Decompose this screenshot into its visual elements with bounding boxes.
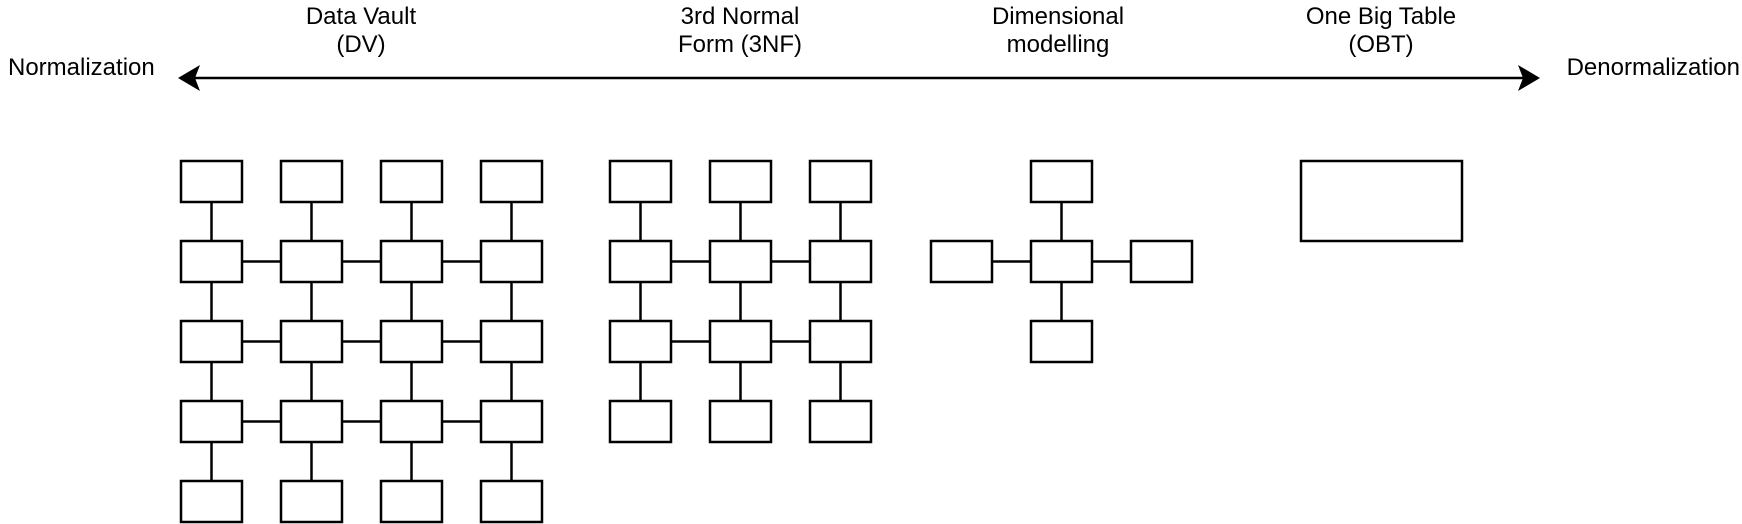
data-vault-schema-box xyxy=(479,479,544,524)
3nf-schema-box xyxy=(608,239,673,284)
label-one-big-table-line2: (OBT) xyxy=(1348,31,1414,58)
data-vault-schema-box xyxy=(379,239,444,284)
label-one-big-table: One Big Table (OBT) xyxy=(1231,3,1531,59)
label-dimensional-modelling-line1: Dimensional xyxy=(991,3,1125,30)
3nf-schema-box xyxy=(608,399,673,444)
data-vault-schema-box xyxy=(379,319,444,364)
data-vault-schema-box xyxy=(279,319,344,364)
data-vault-schema-box xyxy=(379,159,444,204)
label-third-normal-form: 3rd Normal Form (3NF) xyxy=(590,3,890,59)
data-vault-schema-box xyxy=(279,479,344,524)
data-vault-schema-box xyxy=(179,239,244,284)
data-vault-schema-box xyxy=(379,399,444,444)
3nf-schema-box xyxy=(808,319,873,364)
data-vault-schema-box xyxy=(279,159,344,204)
3nf-schema-box xyxy=(608,159,673,204)
data-vault-schema-box xyxy=(179,399,244,444)
label-data-vault-line1: Data Vault xyxy=(305,3,417,30)
3nf-schema-box xyxy=(808,159,873,204)
3nf-schema-box xyxy=(608,319,673,364)
3nf-schema-box xyxy=(708,239,773,284)
data-vault-schema-box xyxy=(479,399,544,444)
data-vault-schema-box xyxy=(479,239,544,284)
data-vault-schema-box xyxy=(479,319,544,364)
data-vault-schema-box xyxy=(179,159,244,204)
star-schema-dimension-box xyxy=(1029,319,1094,364)
data-vault-schema-box xyxy=(279,239,344,284)
data-vault-schema-box xyxy=(379,479,444,524)
data-vault-schema-box xyxy=(179,319,244,364)
3nf-schema-box xyxy=(808,399,873,444)
3nf-schema-box xyxy=(708,159,773,204)
label-data-vault: Data Vault (DV) xyxy=(211,3,511,59)
data-vault-schema-box xyxy=(179,479,244,524)
label-third-normal-form-line1: 3rd Normal xyxy=(680,3,800,30)
axis-right-label: Denormalization xyxy=(1566,54,1740,81)
label-dimensional-modelling-line2: modelling xyxy=(1006,31,1110,58)
label-one-big-table-line1: One Big Table xyxy=(1305,3,1457,30)
axis-left-label: Normalization xyxy=(8,54,155,81)
arrowhead-right xyxy=(1518,65,1540,91)
3nf-schema-box xyxy=(708,399,773,444)
arrowhead-left xyxy=(178,65,200,91)
3nf-schema-box xyxy=(708,319,773,364)
label-dimensional-modelling: Dimensional modelling xyxy=(908,3,1208,59)
label-third-normal-form-line2: Form (3NF) xyxy=(678,31,802,58)
data-vault-schema-box xyxy=(479,159,544,204)
star-schema-fact-box xyxy=(1029,239,1094,284)
data-vault-schema-box xyxy=(279,399,344,444)
star-schema-dimension-box xyxy=(929,239,994,284)
one-big-table-box xyxy=(1299,159,1464,243)
3nf-schema-box xyxy=(808,239,873,284)
label-data-vault-line2: (DV) xyxy=(336,31,386,58)
star-schema-dimension-box xyxy=(1129,239,1194,284)
star-schema-dimension-box xyxy=(1029,159,1094,204)
